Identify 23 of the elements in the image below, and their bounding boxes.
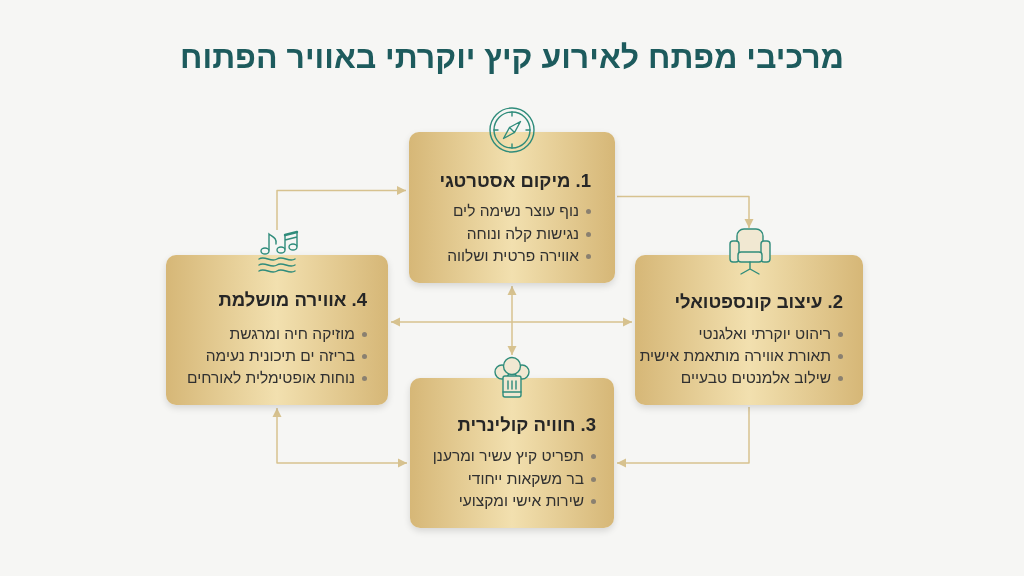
bullet-text: תפריט קיץ עשיר ומרענן (432, 445, 584, 465)
arrow (276, 186, 407, 231)
bullet-text: שירות אישי ומקצועי (458, 490, 584, 510)
bullet-text: נוף עוצר נשימה לים (452, 200, 579, 220)
double-arrow (272, 407, 408, 468)
card-heading: 3. חוויה קולינרית (457, 414, 596, 436)
card-heading: 1. מיקום אסטרטגי (439, 170, 591, 192)
title: מרכיבי מפתח לאירוע קיץ יוקרתי באוויר הפתוח (180, 38, 844, 77)
arrow (616, 195, 754, 229)
card-heading: 2. עיצוב קונספטואלי (674, 291, 843, 313)
bullet-text: מוזיקה חיה ומרגשת (229, 323, 355, 343)
bullet-text: בריזה ים תיכונית נעימה (205, 345, 355, 365)
bullet-text: תאורת אווירה מותאמת אישית (639, 345, 831, 365)
arrow (616, 406, 750, 468)
bullet-text: נוחות אופטימלית לאורחים (187, 367, 355, 387)
bullet-text: בר משקאות ייחודי (467, 468, 584, 488)
card-heading: 4. אווירה מושלמת (218, 289, 367, 311)
double-arrow (390, 317, 633, 327)
bullet-text: נגישות קלה ונוחה (466, 223, 579, 243)
bullet-text: שילוב אלמנטים טבעיים (680, 367, 831, 387)
double-arrow (507, 285, 517, 356)
bullet-text: אווירה פרטית ושלווה (447, 245, 579, 265)
bullet-text: ריהוט יוקרתי ואלגנטי (698, 323, 831, 343)
